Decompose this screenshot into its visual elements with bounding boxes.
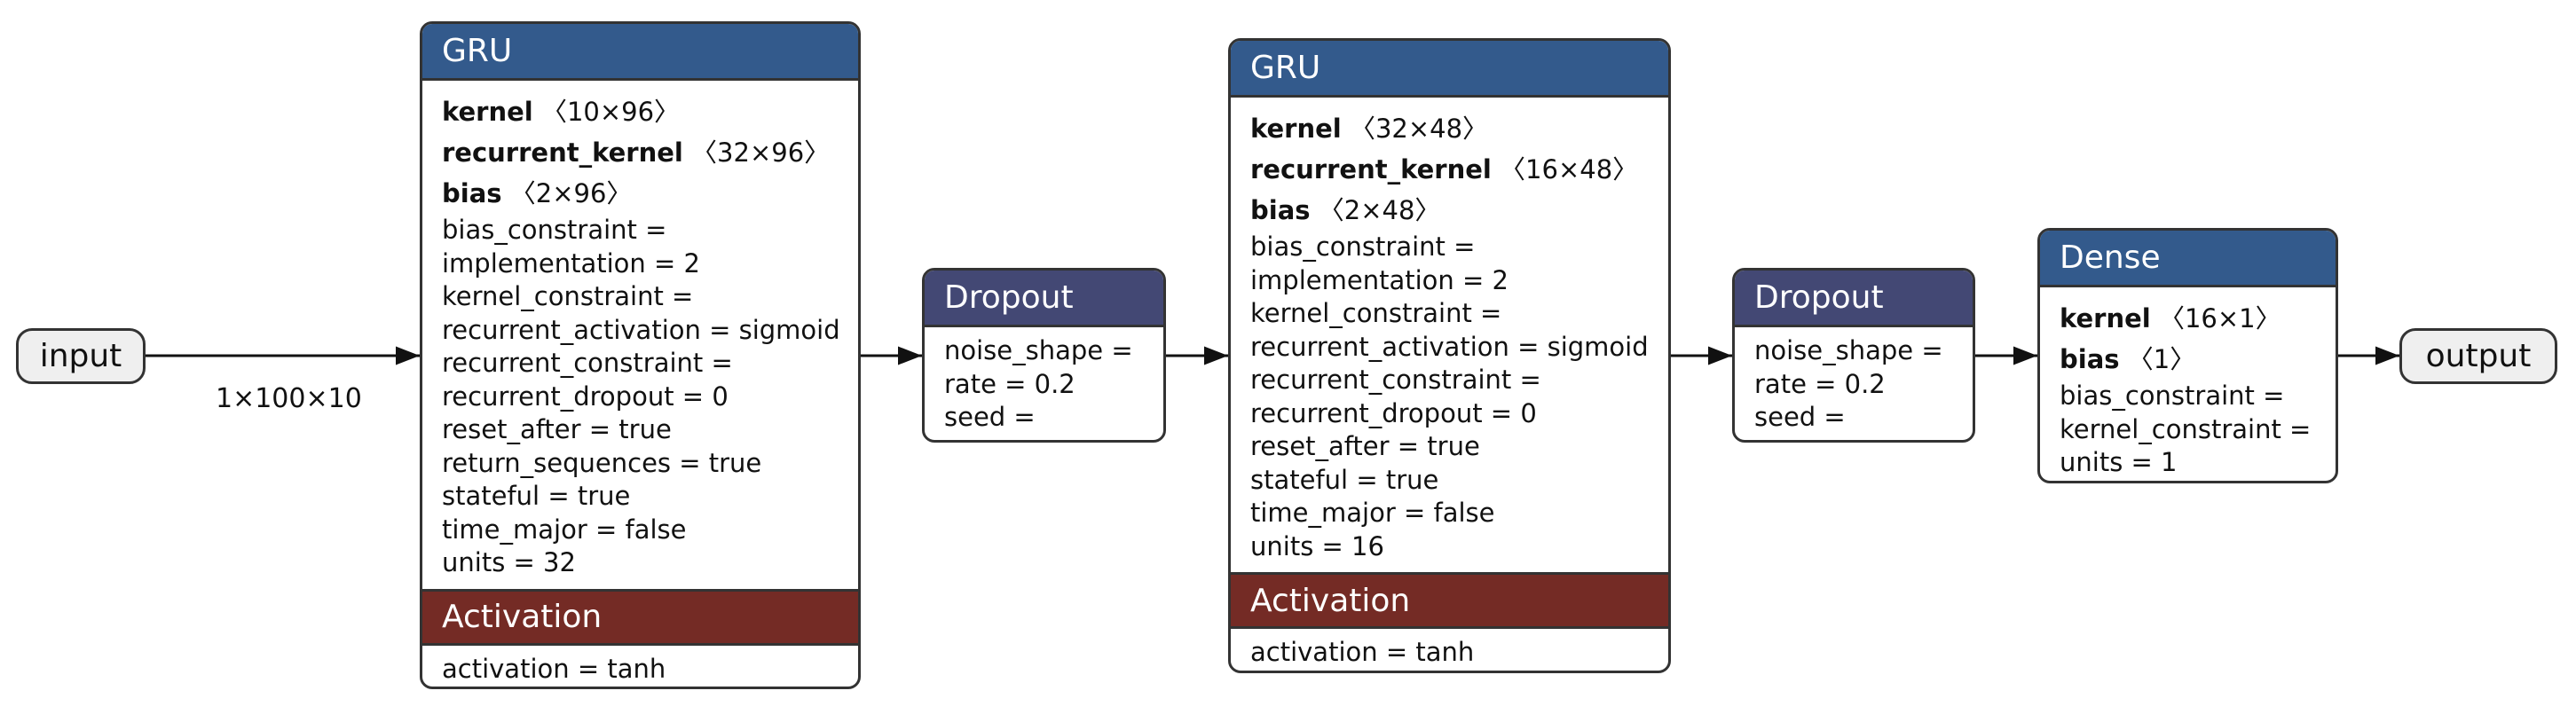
attribute-row: recurrent_dropout = 0 [1250, 397, 1537, 428]
output-label: output [2425, 338, 2532, 374]
attribute-row: activation = tanh [1250, 637, 1475, 667]
attribute-row: rate = 0.2 [944, 368, 1075, 399]
dense-header: Dense [2040, 231, 2336, 287]
attribute-row: units = 1 [2060, 447, 2178, 477]
weight-row: bias 〈2×96〉 [442, 178, 633, 208]
gru-1-body: kernel 〈10×96〉 recurrent_kernel 〈32×96〉 … [422, 81, 858, 589]
attribute-row: time_major = false [1250, 498, 1495, 528]
attribute-row: stateful = true [1250, 464, 1439, 495]
gru-1-activation-header: Activation [422, 588, 858, 646]
attribute-row: recurrent_dropout = 0 [442, 381, 729, 412]
attribute-row: reset_after = true [1250, 431, 1480, 461]
dropout-node-2[interactable]: Dropout noise_shape = rate = 0.2 seed = [1732, 268, 1975, 443]
input-label: input [39, 338, 122, 374]
attribute-row: bias_constraint = [2060, 381, 2285, 411]
attribute-row: bias_constraint = [442, 215, 667, 245]
weight-row: bias 〈1〉 [2060, 344, 2196, 374]
dropout-1-body: noise_shape = rate = 0.2 seed = [925, 327, 1163, 440]
gru-1-activation-body: activation = tanh [422, 646, 858, 687]
dropout-2-header: Dropout [1735, 271, 1973, 327]
attribute-row: kernel_constraint = [442, 281, 694, 311]
output-node[interactable]: output [2399, 328, 2557, 384]
attribute-row: kernel_constraint = [1250, 298, 1502, 328]
dropout-2-body: noise_shape = rate = 0.2 seed = [1735, 327, 1973, 440]
input-shape-label: 1×100×10 [216, 383, 362, 414]
attribute-row: reset_after = true [442, 414, 672, 444]
attribute-row: units = 16 [1250, 530, 1384, 561]
dropout-1-header: Dropout [925, 271, 1163, 327]
gru-node-1[interactable]: GRU kernel 〈10×96〉 recurrent_kernel 〈32×… [420, 21, 861, 689]
attribute-row: noise_shape = [1754, 335, 1943, 365]
gru-1-header: GRU [422, 24, 858, 81]
attribute-row: recurrent_constraint = [442, 348, 733, 378]
attribute-row: implementation = 2 [1250, 264, 1509, 295]
attribute-row: seed = [1754, 402, 1846, 432]
input-node[interactable]: input [16, 328, 146, 384]
weight-row: kernel 〈10×96〉 [442, 97, 681, 127]
attribute-row: kernel_constraint = [2060, 413, 2312, 444]
gru-2-header: GRU [1231, 41, 1668, 98]
dense-node[interactable]: Dense kernel 〈16×1〉 bias 〈1〉 bias_constr… [2037, 228, 2338, 483]
attribute-row: return_sequences = true [442, 447, 762, 478]
attribute-row: implementation = 2 [442, 247, 700, 279]
attribute-row: recurrent_constraint = [1250, 365, 1541, 395]
weight-row: kernel 〈32×48〉 [1250, 114, 1489, 144]
gru-2-activation-header: Activation [1231, 572, 1668, 629]
attribute-row: noise_shape = [944, 335, 1133, 365]
attribute-row: activation = tanh [442, 653, 666, 684]
dense-body: kernel 〈16×1〉 bias 〈1〉 bias_constraint =… [2040, 287, 2336, 481]
attribute-row: rate = 0.2 [1754, 368, 1886, 399]
attribute-row: bias_constraint = [1250, 232, 1476, 262]
attribute-row: time_major = false [442, 514, 687, 545]
attribute-row: units = 32 [442, 547, 576, 577]
gru-2-body: kernel 〈32×48〉 recurrent_kernel 〈16×48〉 … [1231, 98, 1668, 572]
weight-row: bias 〈2×48〉 [1250, 195, 1441, 225]
attribute-row: recurrent_activation = sigmoid [442, 314, 840, 345]
gru-node-2[interactable]: GRU kernel 〈32×48〉 recurrent_kernel 〈16×… [1228, 38, 1671, 673]
weight-row: recurrent_kernel 〈32×96〉 [442, 137, 831, 168]
attribute-row: recurrent_activation = sigmoid [1250, 331, 1649, 362]
gru-2-activation-body: activation = tanh [1231, 629, 1668, 671]
attribute-row: stateful = true [442, 481, 631, 511]
weight-row: recurrent_kernel 〈16×48〉 [1250, 154, 1639, 184]
weight-row: kernel 〈16×1〉 [2060, 303, 2281, 334]
dropout-node-1[interactable]: Dropout noise_shape = rate = 0.2 seed = [922, 268, 1166, 443]
attribute-row: seed = [944, 402, 1036, 432]
